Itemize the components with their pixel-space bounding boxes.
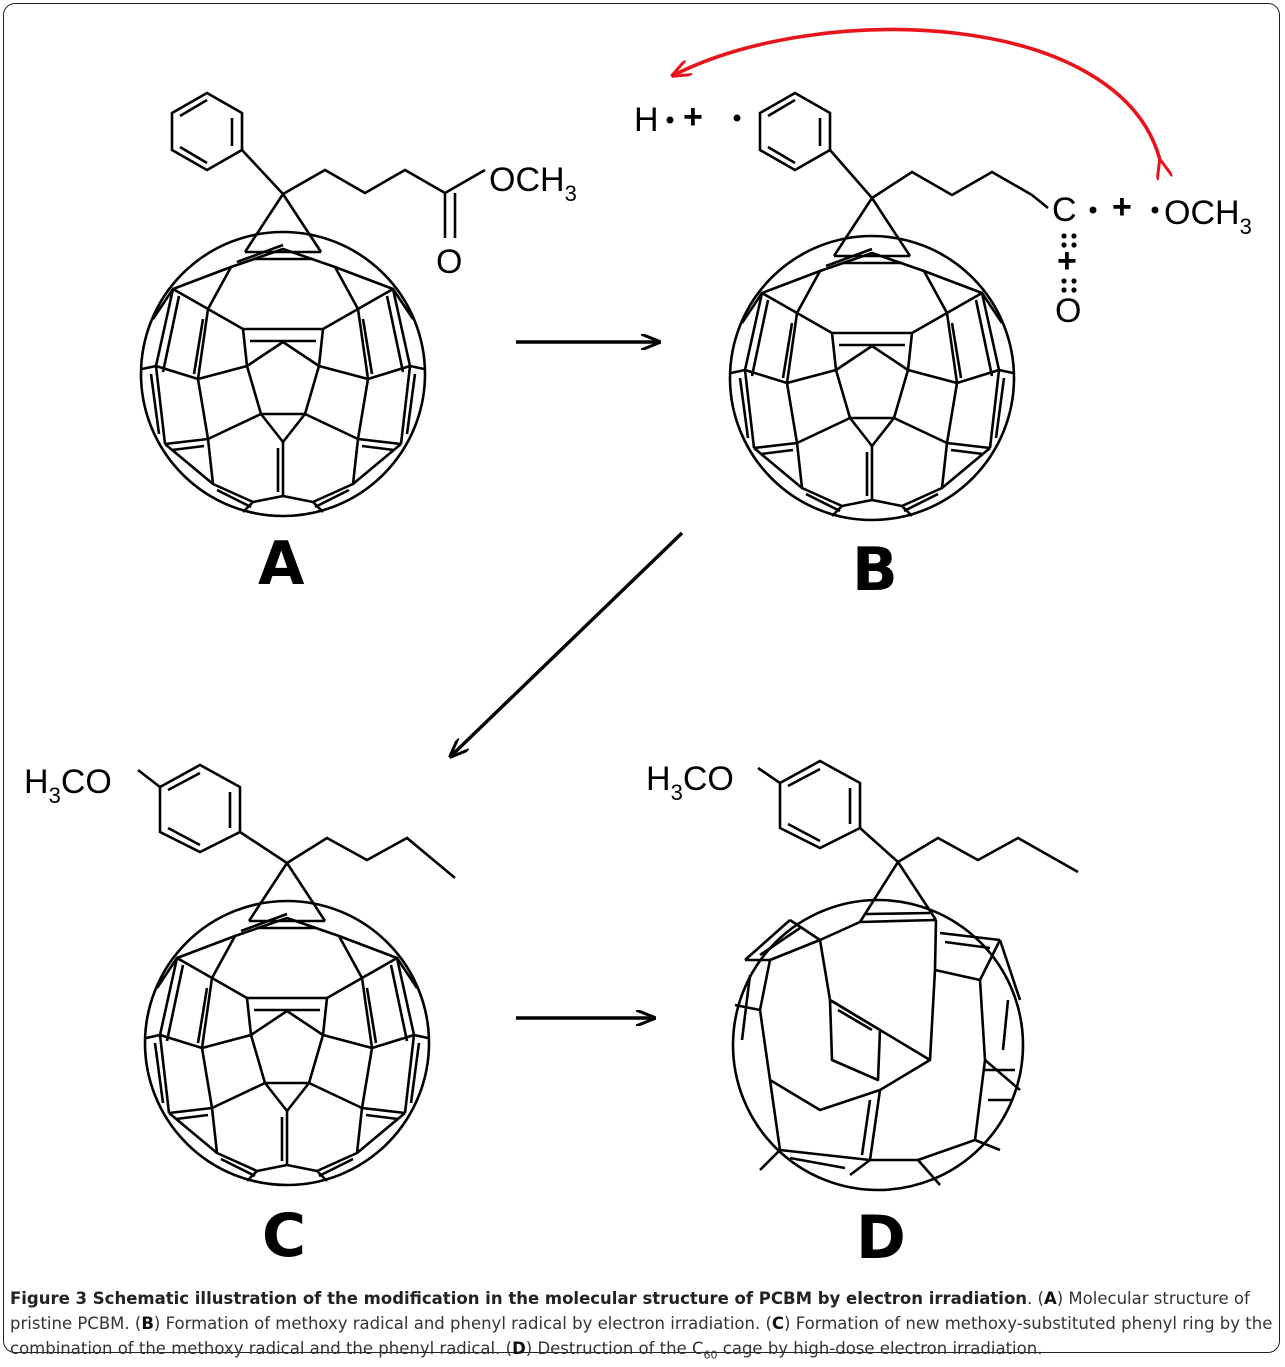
- panel-label-a: A: [258, 529, 305, 599]
- figure-caption: Figure 3 Schematic illustration of the m…: [10, 1289, 1273, 1362]
- reaction-diagram: OCH3 O A H + C + OCH3 +: [24, 27, 1252, 1273]
- hydrogen-radical-label: H: [634, 101, 659, 139]
- panel-a-molecule: OCH3 O A: [141, 91, 577, 599]
- radical-dot: [733, 114, 741, 122]
- radical-dot: [666, 116, 674, 124]
- plus-sign: +: [683, 98, 703, 136]
- plus-sign: +: [1057, 242, 1077, 280]
- panel-b-molecule: H + C + OCH3 + O B: [634, 27, 1252, 605]
- panel-d-molecule: H3CO D: [646, 759, 1079, 1273]
- caption-text-b: Formation of methoxy radical and phenyl …: [160, 1314, 766, 1333]
- caption-ref-b: B: [141, 1314, 154, 1333]
- figure-frame: [3, 3, 1280, 1353]
- panel-label-b: B: [852, 535, 898, 605]
- methoxy-substituent-label-c: H3CO: [24, 763, 112, 808]
- caption-text-c: Formation of new methoxy-substituted phe…: [10, 1314, 1273, 1358]
- panel-label-c: C: [262, 1201, 306, 1271]
- caption-ref-c: C: [771, 1314, 785, 1333]
- carbon-radical-label: C: [1052, 191, 1077, 229]
- caption-ref-a: A: [1043, 1289, 1057, 1308]
- carbonyl-oxygen-label: O: [436, 243, 462, 281]
- plus-sign: +: [1112, 188, 1132, 226]
- caption-text-d2: cage by high-dose electron irradiation.: [717, 1339, 1043, 1358]
- caption-title: Figure 3 Schematic illustration of the m…: [10, 1289, 1028, 1308]
- panel-label-d: D: [856, 1203, 906, 1273]
- caption-text-d1: Destruction of the C: [532, 1339, 704, 1358]
- panel-c-molecule: H3CO C: [24, 763, 456, 1271]
- caption-c60-subscript: 60: [703, 1348, 718, 1362]
- oxygen-radical-label: O: [1055, 292, 1081, 330]
- radical-dot: [1151, 206, 1159, 214]
- arrow-b-to-c: [450, 531, 684, 757]
- caption-ref-d: D: [512, 1339, 526, 1358]
- radical-dot: [1089, 206, 1097, 214]
- methoxy-substituent-label-d: H3CO: [646, 760, 734, 805]
- methoxy-radical-label: OCH3: [1164, 194, 1252, 239]
- caption-text-a: Molecular structure of pristine PCBM.: [10, 1289, 1250, 1333]
- methoxy-transfer-arrow: [672, 27, 1160, 160]
- methyl-ester-label: OCH3: [489, 161, 577, 206]
